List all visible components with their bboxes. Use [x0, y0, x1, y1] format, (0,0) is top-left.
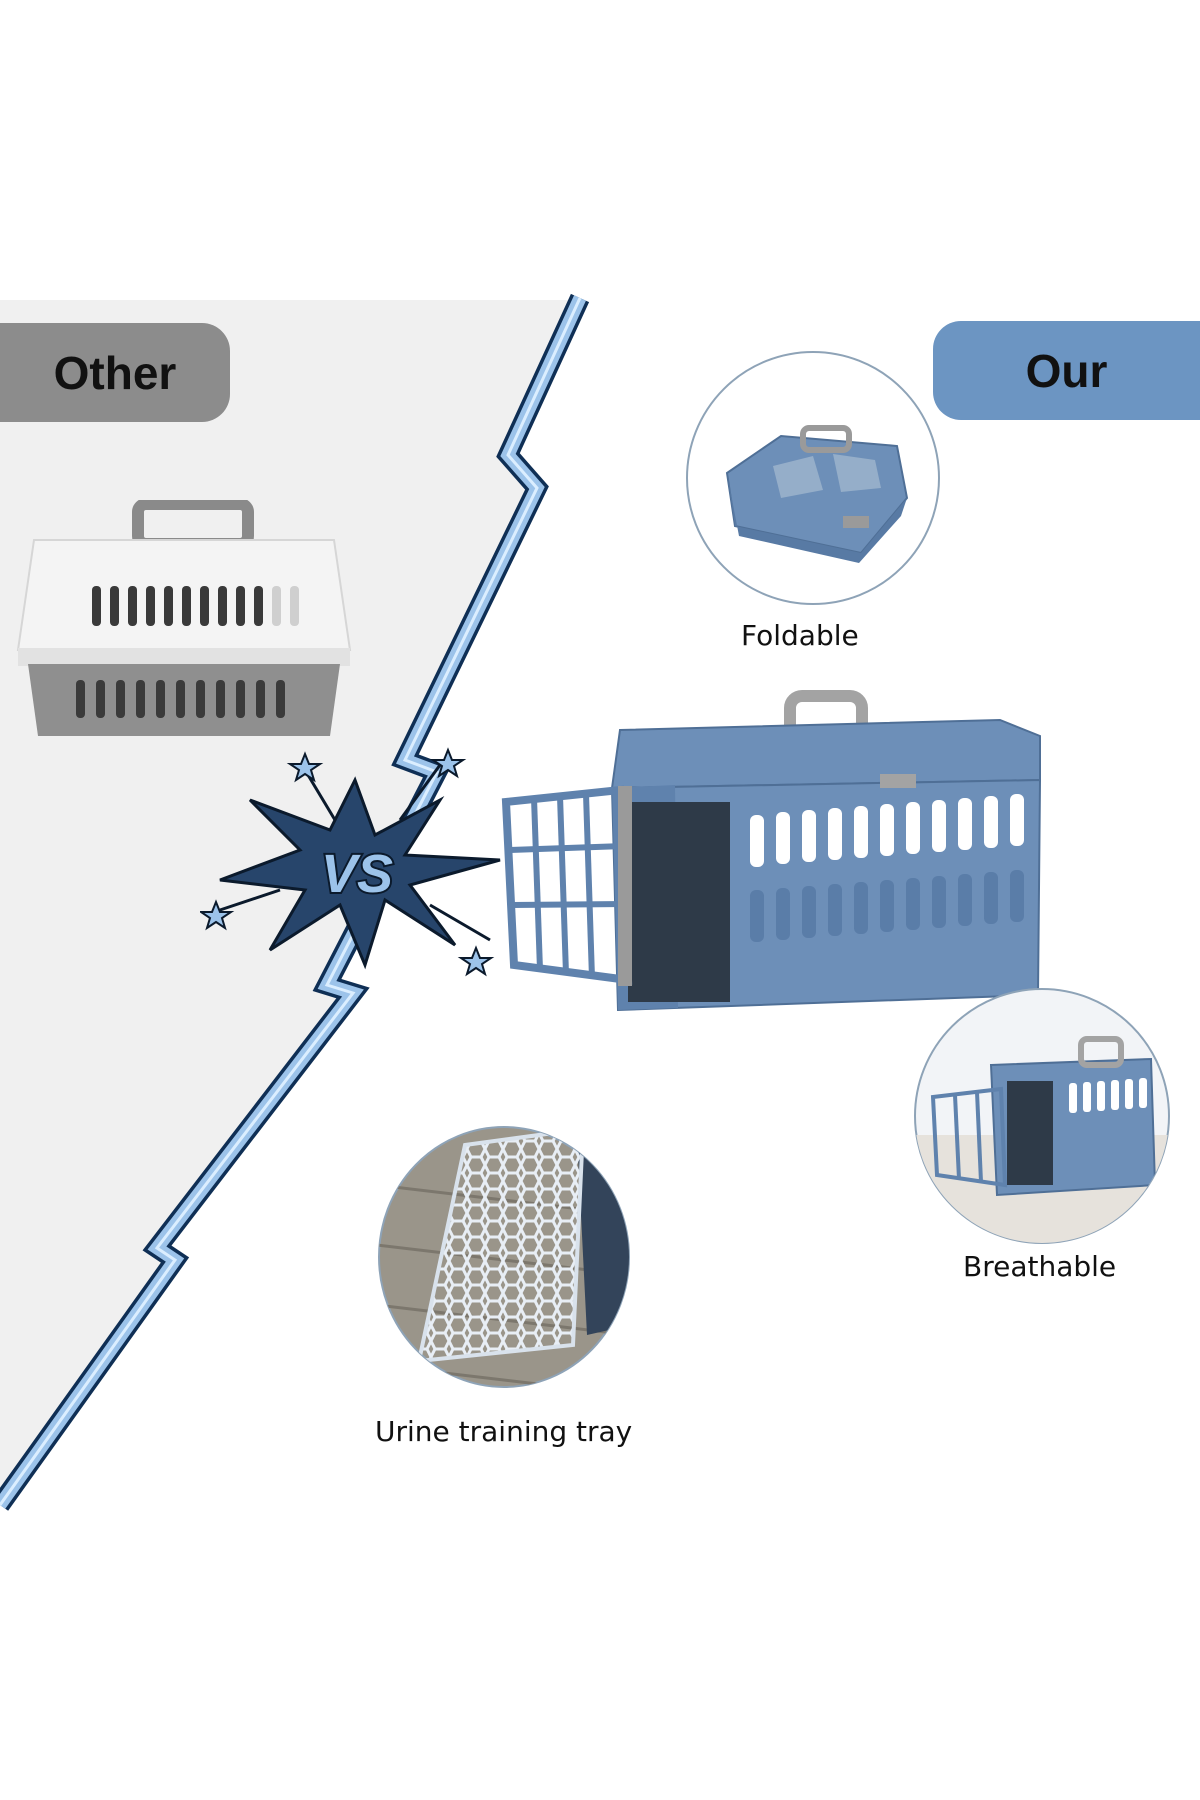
- our-crate-image: [501, 690, 1042, 1012]
- vs-text: VS: [321, 844, 393, 904]
- our-label: Our: [933, 321, 1200, 420]
- foldable-image: [686, 351, 940, 605]
- feature-foldable-label: Foldable: [741, 619, 859, 652]
- breathable-image: [914, 988, 1170, 1244]
- star-icon: [200, 747, 495, 977]
- other-label: Other: [0, 323, 230, 422]
- feature-urine-tray-label: Urine training tray: [375, 1415, 633, 1448]
- vs-burst-icon: VS: [200, 747, 501, 977]
- feature-breathable-label: Breathable: [963, 1250, 1117, 1283]
- urine-tray-image: [378, 1126, 630, 1388]
- other-crate-image: [16, 500, 352, 736]
